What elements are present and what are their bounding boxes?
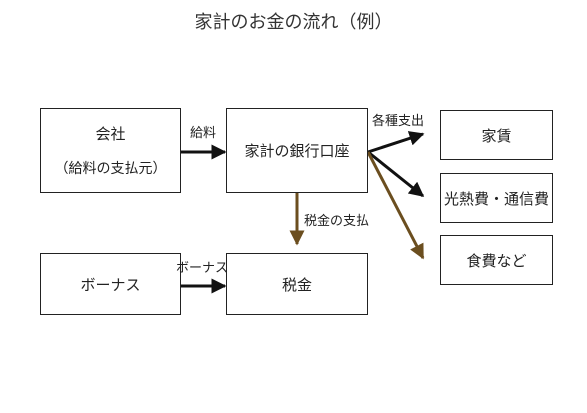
expense-arrow-food: [366, 151, 425, 260]
bonus-node: ボーナス: [40, 253, 181, 315]
salary-edge-label: 給料: [190, 126, 217, 141]
expense-arrow-utilities: [367, 150, 425, 198]
tax-label: 税金: [281, 275, 312, 294]
food-node: 食費など: [440, 235, 553, 285]
rent-label: 家賃: [481, 126, 512, 145]
expenses-edge-label: 各種支出: [372, 114, 425, 129]
rent-node: 家賃: [440, 110, 553, 160]
utilities-node: 光熱費・通信費: [440, 173, 553, 223]
company-node: 会社 （給料の支払元）: [40, 108, 181, 193]
tax-node: 税金: [226, 253, 368, 315]
expense-arrow-rent: [367, 131, 425, 154]
company-label: 会社: [95, 125, 126, 143]
bank-account-node: 家計の銀行口座: [226, 108, 368, 193]
tax-payment-edge-label: 税金の支払: [304, 214, 370, 229]
utilities-label: 光熱費・通信費: [443, 189, 549, 208]
bonus-label: ボーナス: [80, 275, 141, 294]
bonus-edge-label: ボーナス: [176, 261, 229, 276]
food-label: 食費など: [466, 251, 527, 270]
diagram-title: 家計のお金の流れ（例）: [194, 12, 393, 33]
company-sublabel: （給料の支払元）: [54, 161, 167, 177]
bank-account-label: 家計の銀行口座: [244, 142, 350, 160]
